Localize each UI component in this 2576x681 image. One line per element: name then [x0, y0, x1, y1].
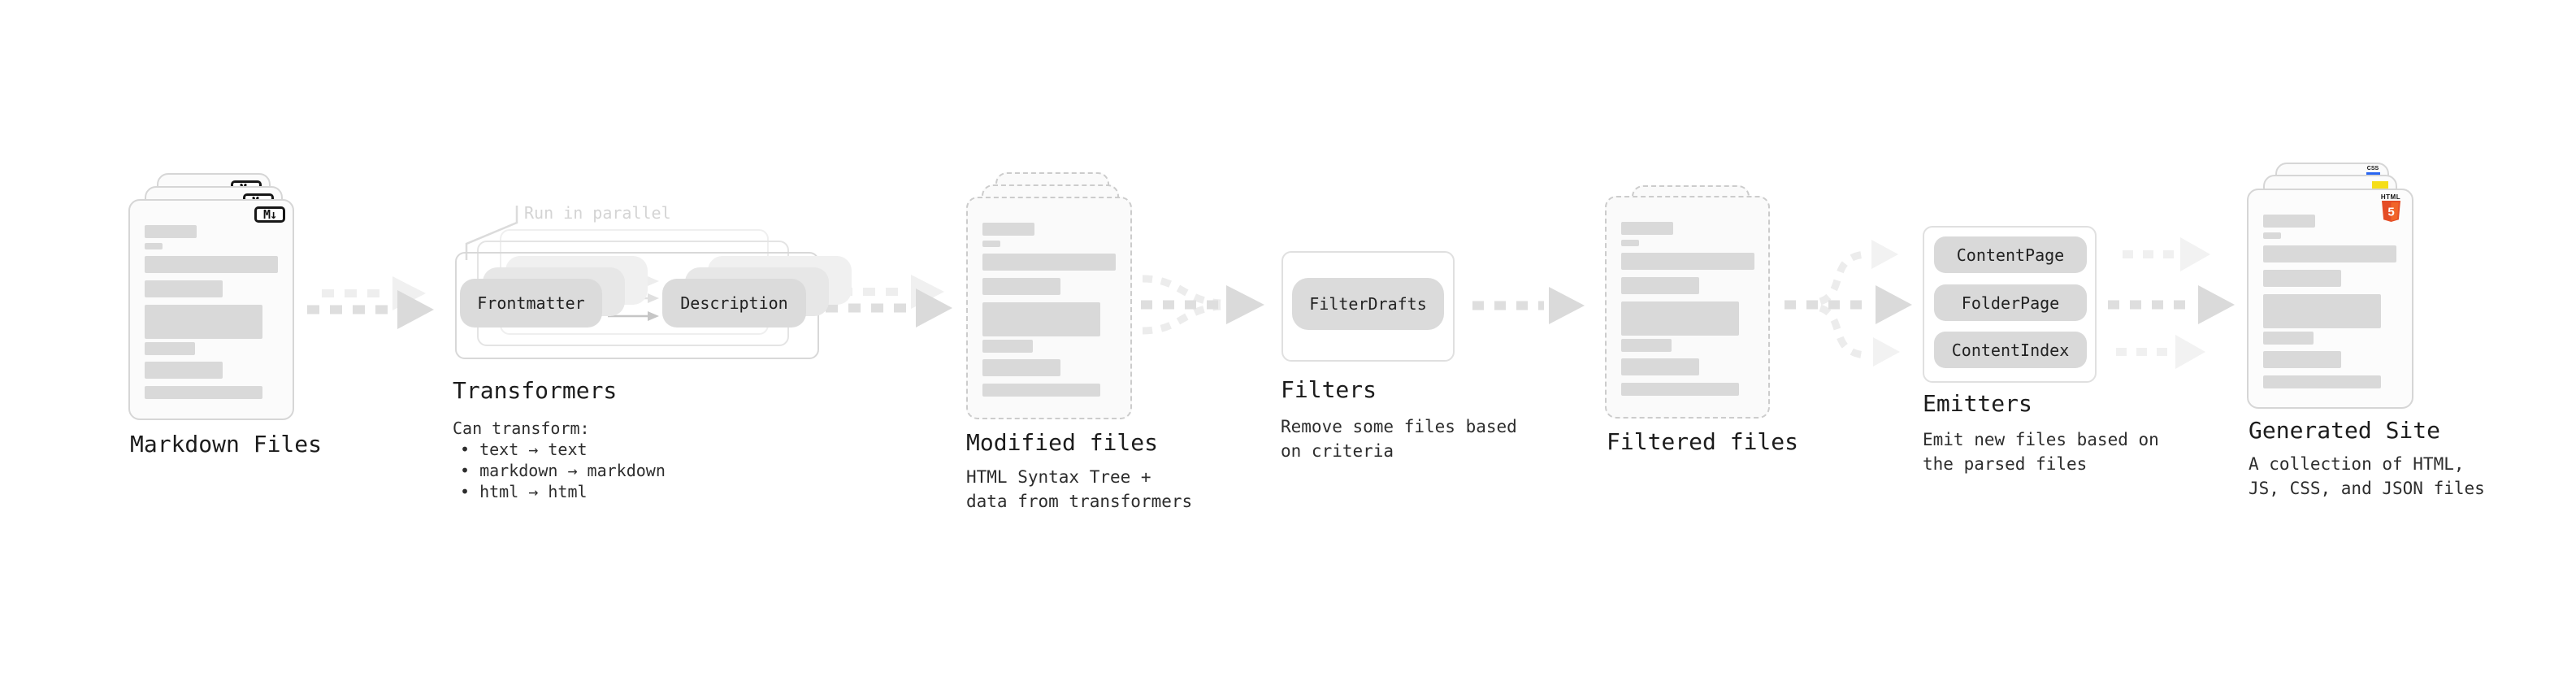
run-in-parallel-annotation: Run in parallel — [524, 203, 671, 223]
emitter-node-folderpage: FolderPage — [1934, 284, 2087, 321]
file-card: HTML 5 — [2247, 189, 2413, 409]
transformer-node-frontmatter: Frontmatter — [460, 279, 602, 327]
stage-label: Filtered files — [1607, 428, 1799, 455]
stage-label: Generated Site — [2249, 417, 2441, 444]
stage-label: Transformers — [453, 377, 618, 404]
stage-description: Emit new files based on the parsed files — [1923, 430, 2159, 474]
doc-content-placeholder — [968, 198, 1130, 418]
html5-icon: HTML 5 — [2380, 193, 2401, 222]
arrow-filtered-to-emitters-diverge — [1785, 240, 1912, 367]
emitter-node-contentpage: ContentPage — [1934, 236, 2087, 273]
arrow-modified-to-filters-converge — [1141, 275, 1264, 335]
doc-content-placeholder — [1607, 197, 1768, 417]
stage-label: Markdown Files — [130, 431, 323, 458]
transform-item: • markdown → markdown — [460, 461, 666, 480]
stage-label: Emitters — [1923, 390, 2032, 417]
stage-label: Filters — [1281, 376, 1377, 403]
stage-description: Remove some files based on criteria — [1281, 417, 1517, 461]
file-card — [1605, 196, 1770, 419]
transform-item: • text → text — [460, 440, 588, 459]
svg-text:5: 5 — [2387, 206, 2394, 219]
filters-box — [1281, 251, 1455, 362]
filter-node-filterdrafts: FilterDrafts — [1292, 278, 1444, 330]
emitter-node-contentindex: ContentIndex — [1934, 332, 2087, 368]
file-card: M↓ — [128, 199, 294, 420]
markdown-icon: M↓ — [254, 206, 285, 223]
javascript-icon — [2372, 181, 2388, 190]
stage-description: A collection of HTML, JS, CSS, and JSON … — [2249, 454, 2485, 498]
stage-description-heading: Can transform: — [453, 419, 590, 438]
arrow-markdown-to-transformers — [307, 276, 434, 329]
css-icon: CSS — [2365, 166, 2381, 175]
stage-label: Modified files — [966, 429, 1159, 456]
emitters-box — [1923, 226, 2097, 383]
doc-content-placeholder — [2249, 190, 2412, 407]
doc-content-placeholder — [130, 201, 293, 419]
arrow-emitters-to-site — [2108, 237, 2235, 369]
file-card — [966, 197, 1132, 419]
arrow-filters-to-filtered — [1472, 287, 1585, 324]
transform-item: • html → html — [460, 482, 588, 501]
stage-description: HTML Syntax Tree + data from transformer… — [966, 467, 1193, 511]
transformer-node-description: Description — [662, 279, 806, 327]
